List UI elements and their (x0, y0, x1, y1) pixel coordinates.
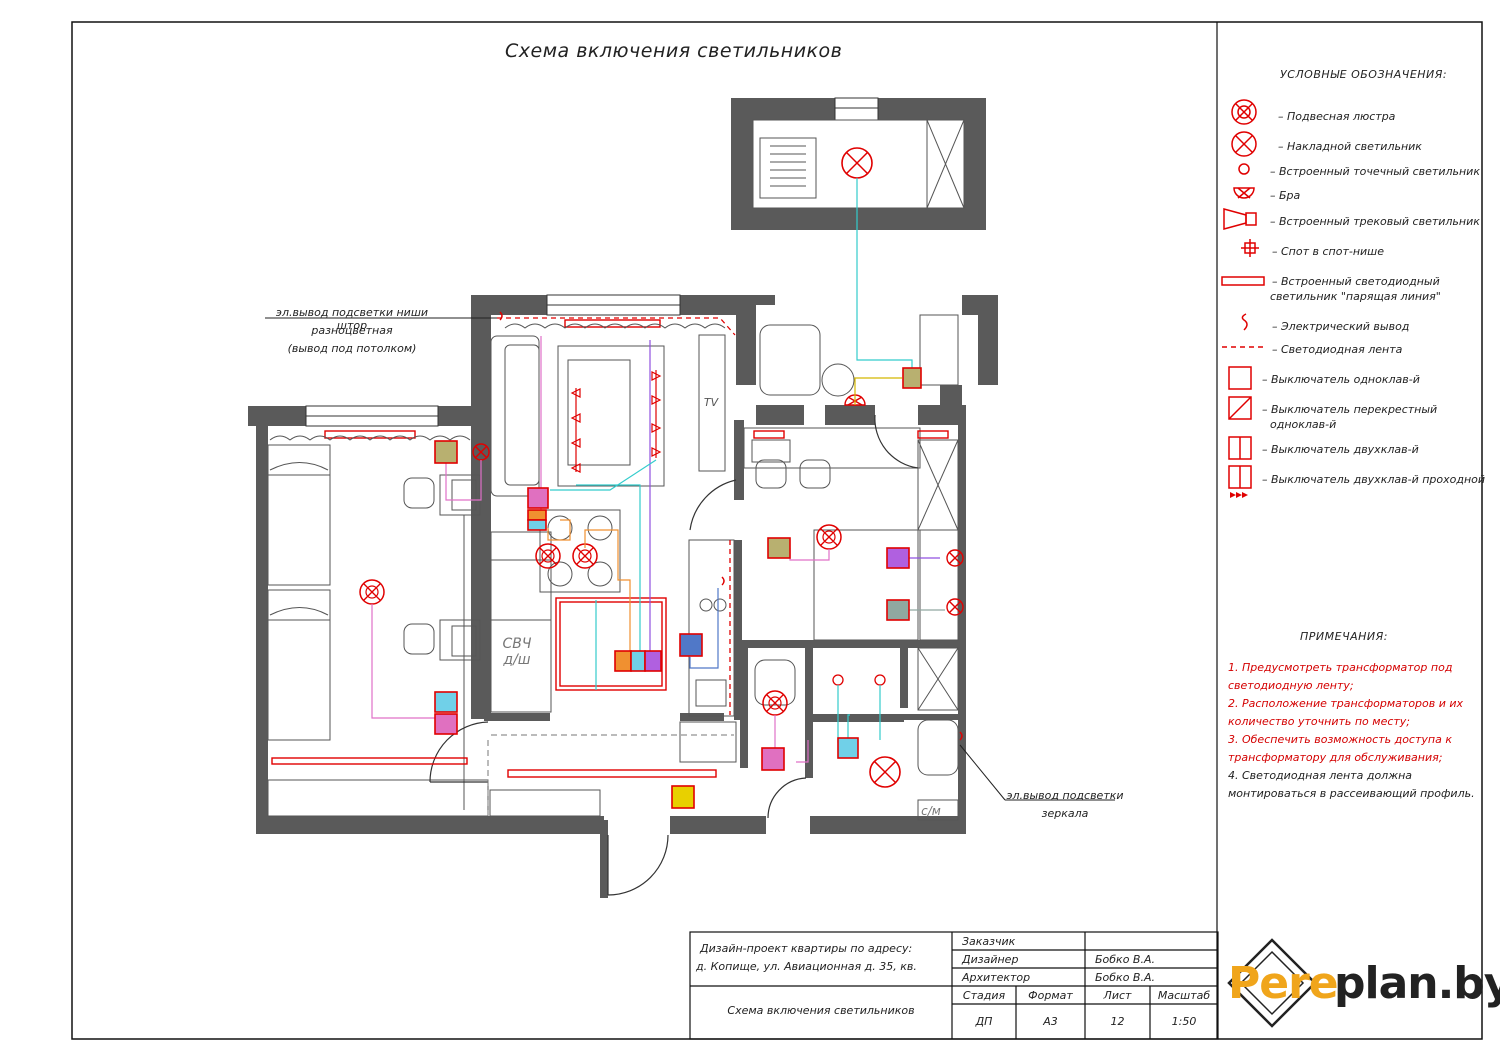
curtain-niche-label-1: эл.вывод подсветки ниши штор (275, 306, 429, 332)
legend-item-switch-pass: – Выключатель двухклав-й проходной (1222, 468, 1485, 494)
switches (434, 367, 922, 809)
sheet-name: Схема включения светильников (727, 1004, 915, 1017)
balcony-furniture (752, 119, 965, 209)
pendant-chandelier-icon (1222, 105, 1268, 131)
mirror-label-1: эл.вывод подсветки (1006, 789, 1124, 802)
recessed-spot-icon (1222, 160, 1268, 186)
dishwasher-label: д/ш (503, 652, 531, 668)
note-4: 4. Светодиодная лента должна монтировать… (1228, 769, 1475, 800)
led-line-icon (1222, 270, 1268, 296)
room-chandelier-icon (816, 524, 842, 550)
note-2: 2. Расположение трансформаторов и их кол… (1228, 697, 1464, 728)
legend-symbols (1221, 99, 1266, 498)
note-1: 1. Предусмотреть трансформатор под свето… (1228, 661, 1453, 692)
logo-text-plan: plan.by (1334, 958, 1500, 1009)
project-line-2: д. Копище, ул. Авиационная д. 35, кв. (696, 960, 917, 973)
format-label: Формат (1028, 989, 1073, 1002)
niche-spot-icon (1222, 240, 1268, 266)
led-strips (497, 317, 736, 715)
surface-light-icon (1222, 135, 1268, 161)
living-furniture (490, 334, 735, 717)
bedroom-furniture (267, 444, 489, 817)
wall-sconce-icon (1222, 184, 1268, 210)
track-light-fixtures (570, 370, 662, 473)
led-line-fixtures (271, 319, 949, 778)
drawing-title: Схема включения светильников (505, 40, 843, 62)
windows (305, 97, 879, 427)
right-room-furniture (489, 314, 959, 821)
balcony-surface-light-icon (841, 147, 873, 179)
legend-item-sconce: – Бра (1222, 184, 1482, 210)
legend-item-outlet: – Электрический вывод (1222, 315, 1482, 341)
stage-value: ДП (975, 1015, 993, 1028)
led-strip-icon (1222, 338, 1268, 364)
microwave-label: СВЧ (502, 636, 532, 652)
doors (429, 414, 919, 896)
project-line-1: Дизайн-проект квартиры по адресу: (700, 942, 913, 955)
note-3: 3. Обеспечить возможность доступа к тран… (1228, 733, 1452, 764)
bedroom-chandelier-icon (359, 579, 385, 605)
stage-label: Стадия (962, 989, 1006, 1002)
bathroom-surface-light-icon (869, 756, 901, 788)
curtain-niche (269, 323, 726, 441)
customer-label: Заказчик (962, 935, 1016, 948)
electric-outputs (499, 311, 963, 741)
title-block-grid (689, 931, 1219, 1040)
notes-title: ПРИМЕЧАНИЯ: (1300, 630, 1388, 643)
designer-name: Бобко В.А. (1095, 953, 1155, 966)
legend-title: УСЛОВНЫЕ ОБОЗНАЧЕНИЯ: (1280, 68, 1448, 81)
format-value: А3 (1043, 1015, 1058, 1028)
walls (248, 98, 998, 898)
hall-chandelier-icon (762, 690, 788, 716)
annotation-leaders (265, 317, 1115, 801)
track-light-icon (1222, 210, 1268, 236)
legend-item-led-strip: – Светодиодная лента (1222, 338, 1482, 364)
architect-name: Бобко В.А. (1095, 971, 1155, 984)
logo-text-pere: Pere (1228, 958, 1339, 1009)
scale-label: Масштаб (1157, 989, 1211, 1002)
curtain-niche-label-2: разноцветная (311, 324, 393, 337)
legend-item-track: – Встроенный трековый светильник (1222, 210, 1482, 236)
curtain-niche-label-3: (вывод под потолком) (287, 342, 417, 355)
architect-label: Архитектор (962, 971, 1031, 984)
legend-item-switch-single: – Выключатель одноклав-й (1222, 368, 1482, 394)
washer-label: с/м (921, 804, 941, 818)
sheet-value: 12 (1110, 1015, 1125, 1028)
sheet-label: Лист (1103, 989, 1132, 1002)
legend-item-surface: – Накладной светильник (1222, 135, 1482, 161)
designer-label: Дизайнер (962, 953, 1019, 966)
recessed-spots (832, 674, 886, 686)
wiring (371, 178, 945, 763)
legend-item-niche-spot: – Спот в спот-нише (1222, 240, 1482, 266)
legend-item-pendant: – Подвесная люстра (1222, 105, 1482, 131)
legend-item-recessed: – Встроенный точечный светильник (1222, 160, 1482, 186)
tv-label: TV (703, 396, 719, 409)
logo-diamond (1227, 938, 1317, 1028)
legend-item-switch-double: – Выключатель двухклав-й (1222, 438, 1482, 464)
pereplan-logo: Pere plan.by (1224, 936, 1500, 1034)
zone-dashes (487, 734, 734, 816)
scale-value: 1:50 (1171, 1015, 1197, 1028)
mirror-label-2: зеркала (1041, 807, 1089, 820)
